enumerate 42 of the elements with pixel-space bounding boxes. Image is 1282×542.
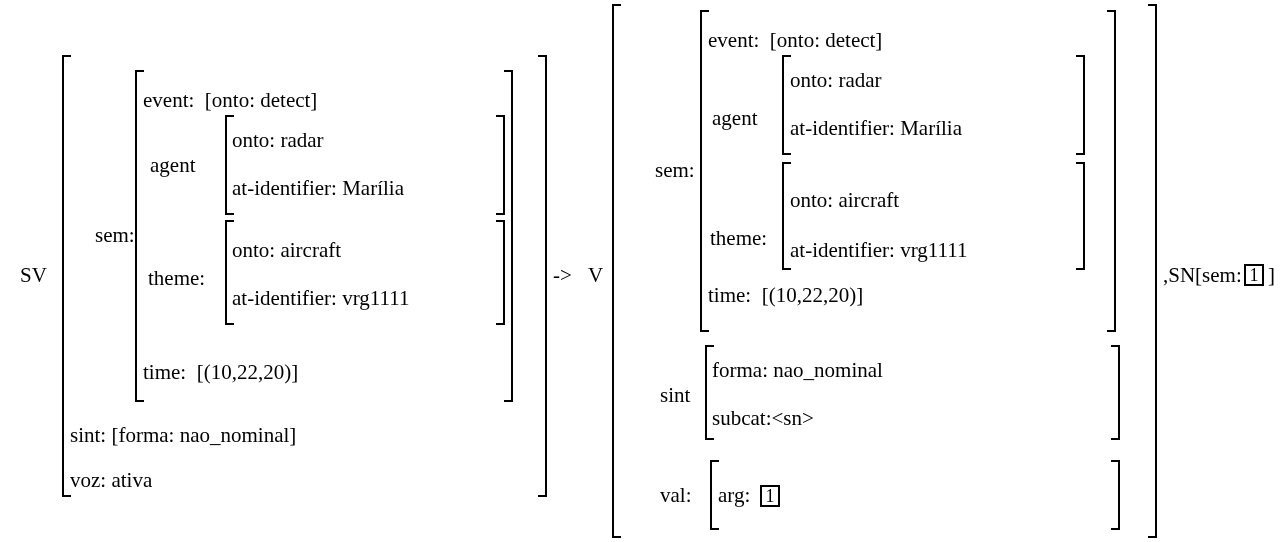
feature-matrix [148, 220, 505, 325]
feature-line: onto: aircraft [232, 238, 342, 262]
phrase-label: ,SN[sem: [1163, 263, 1242, 287]
feature-matrix [20, 55, 547, 497]
attribute-label: val: [660, 483, 692, 507]
feature-line: forma: nao_nominal [712, 358, 883, 382]
feature-line: at-identifier: Marília [232, 176, 404, 200]
tag-box: 1 [760, 485, 780, 507]
feature-line: onto: radar [790, 68, 882, 92]
attribute-label: sem: [655, 158, 695, 182]
feature-line: event: [onto: detect] [708, 28, 883, 52]
feature-line: voz: ativa [70, 468, 153, 492]
feature-matrix [588, 4, 1157, 538]
feature-matrix [712, 55, 1085, 155]
feature-line: at-identifier: vrg1111 [790, 238, 968, 262]
feature-line: onto: radar [232, 128, 324, 152]
attribute-label: theme: [710, 226, 768, 250]
tag-box: 1 [1244, 264, 1264, 286]
feature-line: event: [onto: detect] [143, 88, 318, 112]
feature-line: sint: [forma: nao_nominal] [70, 423, 297, 447]
feature-line: time: [(10,22,20)] [143, 360, 299, 384]
attribute-label: sem: [95, 223, 135, 247]
feature-line: time: [(10,22,20)] [708, 283, 864, 307]
rewrite-arrow: -> [553, 263, 572, 287]
attribute-label: V [588, 263, 604, 287]
feature-matrix [660, 460, 1120, 530]
attribute-label: SV [20, 263, 47, 287]
attribute-label: sint [660, 383, 691, 407]
feature-line: subcat:<sn> [712, 406, 814, 430]
feature-line: arg: [718, 483, 751, 507]
feature-matrix [655, 10, 1116, 332]
feature-matrix [710, 162, 1085, 270]
attribute-label: theme: [148, 266, 206, 290]
attribute-label: agent [150, 153, 196, 177]
feature-line: at-identifier: Marília [790, 116, 962, 140]
feature-line: onto: aircraft [790, 188, 900, 212]
feature-matrix [95, 70, 513, 402]
attribute-label: agent [712, 106, 758, 130]
feature-matrix [150, 115, 505, 215]
feature-matrix [660, 345, 1120, 440]
feature-line: at-identifier: vrg1111 [232, 286, 410, 310]
closing-bracket: ] [1268, 263, 1275, 287]
